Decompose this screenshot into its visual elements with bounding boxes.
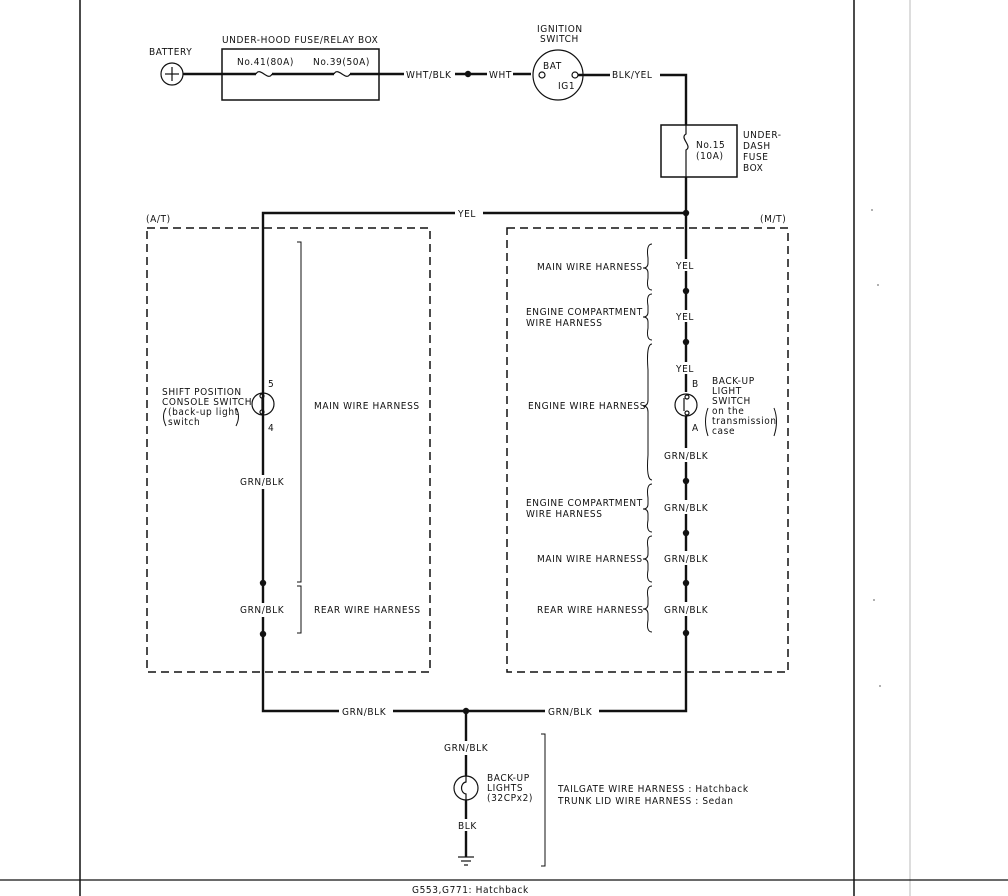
tailgate-harness-label: TAILGATE WIRE HARNESS : Hatchback xyxy=(557,784,749,795)
mt-wire-grn-blk-2: GRN/BLK xyxy=(664,503,709,514)
mt-switch-label-6: case xyxy=(712,426,735,437)
mt-switch-label-3: SWITCH xyxy=(712,396,751,407)
mt-main-wire-harness: MAIN WIRE HARNESS xyxy=(537,262,643,273)
shift-position-console-switch: 5 4 SHIFT POSITION CONSOLE SWITCH (back-… xyxy=(162,379,275,434)
mt-switch-label-4: on the xyxy=(712,406,744,417)
at-main-wire-harness: MAIN WIRE HARNESS xyxy=(314,401,420,412)
at-pin-5: 5 xyxy=(268,379,274,390)
lights-label-2: LIGHTS xyxy=(487,783,523,794)
ignition-title-2: SWITCH xyxy=(540,34,579,45)
fuse-no41-label: No.41(80A) xyxy=(237,57,294,68)
at-switch-label-2: CONSOLE SWITCH xyxy=(162,397,252,408)
lights-harness-bracket xyxy=(541,733,546,867)
wire-label-wht-blk: WHT/BLK xyxy=(406,70,452,81)
wire-label-yel-top: YEL xyxy=(457,209,476,220)
at-main-harness-bracket xyxy=(297,241,302,583)
mt-main-wire-harness-2: MAIN WIRE HARNESS xyxy=(537,554,643,565)
margin-specks xyxy=(871,209,881,687)
battery-label: BATTERY xyxy=(149,47,192,58)
trunk-lid-harness-label: TRUNK LID WIRE HARNESS : Sedan xyxy=(557,796,734,807)
under-hood-box-title: UNDER-HOOD FUSE/RELAY BOX xyxy=(222,35,378,46)
under-dash-label-2: DASH xyxy=(743,141,771,152)
at-rear-harness-bracket xyxy=(297,585,302,634)
bus-wire-grn-blk-left: GRN/BLK xyxy=(342,707,387,718)
ignition-title-1: IGNITION xyxy=(537,24,583,35)
fuse-no15-rating: (10A) xyxy=(696,151,724,162)
at-label: (A/T) xyxy=(146,214,171,225)
mt-section: (M/T) xyxy=(506,214,789,673)
back-up-lights: BACK-UP LIGHTS (32CPx2) xyxy=(453,773,533,804)
at-switch-label-4: switch xyxy=(168,417,200,428)
lights-label-1: BACK-UP xyxy=(487,773,530,784)
under-dash-label-1: UNDER- xyxy=(743,130,782,141)
mt-engine-wire-harness: ENGINE WIRE HARNESS xyxy=(528,401,646,412)
back-up-light-switch: B A BACK-UP LIGHT SWITCH on the transmis… xyxy=(674,376,777,437)
mt-switch-label-1: BACK-UP xyxy=(712,376,755,387)
mt-wire-grn-blk-4: GRN/BLK xyxy=(664,605,709,616)
battery: BATTERY xyxy=(149,47,192,86)
lights-wire-blk: BLK xyxy=(458,821,477,832)
at-wire-grn-blk-2: GRN/BLK xyxy=(240,605,285,616)
at-switch-label-3: (back-up light xyxy=(168,407,239,418)
ignition-bat-label: BAT xyxy=(543,61,562,72)
mt-switch-label-2: LIGHT xyxy=(712,386,742,397)
at-wire-grn-blk-1: GRN/BLK xyxy=(240,477,285,488)
mt-pin-b: B xyxy=(692,379,699,390)
ground-label: G553,G771: Hatchback xyxy=(412,885,529,896)
lights-label-3: (32CPx2) xyxy=(487,793,533,804)
ground-symbol xyxy=(458,856,474,866)
at-section: (A/T) xyxy=(146,214,431,673)
wire-label-wht: WHT xyxy=(489,70,512,81)
lights-wire-grn-blk: GRN/BLK xyxy=(444,743,489,754)
bus-wire-grn-blk-right: GRN/BLK xyxy=(548,707,593,718)
under-dash-label-3: FUSE xyxy=(743,152,769,163)
at-switch-label-1: SHIFT POSITION xyxy=(162,387,242,398)
wire-label-blk-yel: BLK/YEL xyxy=(612,70,653,81)
mt-ecwh-label-2: WIRE HARNESS xyxy=(526,318,603,329)
mt-wire-yel-1: YEL xyxy=(675,261,694,272)
fuse-no39-label: No.39(50A) xyxy=(313,57,370,68)
mt-ecwh-label-3: ENGINE COMPARTMENT xyxy=(526,498,643,509)
at-pin-4: 4 xyxy=(268,423,274,434)
mt-label: (M/T) xyxy=(760,214,786,225)
under-dash-fuse-box: No.15 (10A) UNDER- DASH FUSE BOX xyxy=(660,124,782,178)
under-hood-fuse-relay-box: UNDER-HOOD FUSE/RELAY BOX No.41(80A) No.… xyxy=(221,35,380,101)
mt-wire-yel-3: YEL xyxy=(675,364,694,375)
mt-wire-grn-blk-3: GRN/BLK xyxy=(664,554,709,565)
ignition-ig1-label: IG1 xyxy=(558,81,575,92)
mt-pin-a: A xyxy=(692,423,699,434)
mt-ecwh-label-4: WIRE HARNESS xyxy=(526,509,603,520)
mt-wire-yel-2: YEL xyxy=(675,312,694,323)
ignition-switch: IGNITION SWITCH BAT IG1 xyxy=(532,24,584,101)
mt-ecwh-label-1: ENGINE COMPARTMENT xyxy=(526,307,643,318)
mt-switch-label-5: transmission xyxy=(712,416,777,427)
mt-wire-grn-blk-1: GRN/BLK xyxy=(664,451,709,462)
fuse-no15-label: No.15 xyxy=(696,140,725,151)
at-rear-wire-harness: REAR WIRE HARNESS xyxy=(314,605,421,616)
under-dash-label-4: BOX xyxy=(743,163,763,174)
mt-rear-wire-harness: REAR WIRE HARNESS xyxy=(537,605,644,616)
